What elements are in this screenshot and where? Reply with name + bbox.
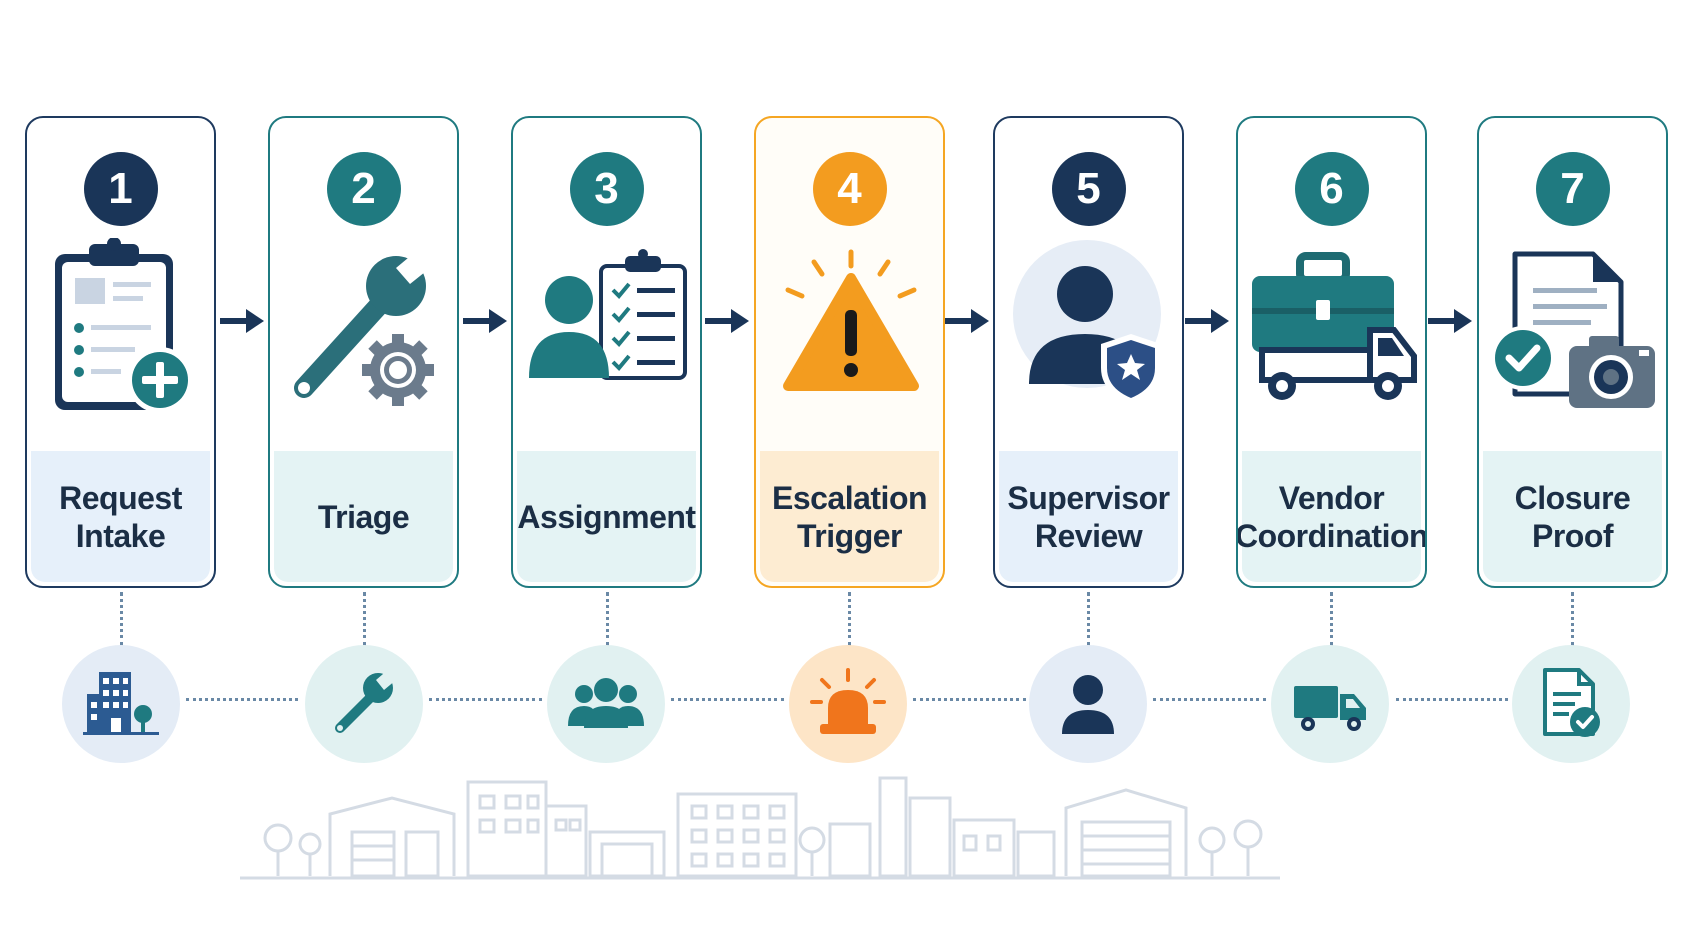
step-number-badge: 6: [1294, 152, 1369, 226]
vertical-connector: [1571, 592, 1574, 646]
horizontal-connector: [671, 698, 784, 701]
step-card-escalation-trigger: 4 Escalation Trigger: [754, 116, 945, 588]
flow-arrow: [463, 309, 507, 333]
step-label: Escalation Trigger: [760, 451, 939, 582]
step-card-closure-proof: 7 Closure Proof: [1477, 116, 1668, 588]
step-title-line: Review: [1034, 517, 1143, 554]
supervisor-shield-icon: [995, 238, 1182, 438]
flow-arrow: [220, 309, 264, 333]
team-icon: [547, 645, 665, 763]
step-title-line: Request: [59, 479, 182, 516]
horizontal-connector: [913, 698, 1026, 701]
step-label: Triage: [274, 451, 453, 582]
step-card-assignment: 3 Assignment: [511, 116, 702, 588]
step-title-line: Assignment: [517, 498, 696, 535]
step-number-badge: 3: [569, 152, 644, 226]
flow-arrow: [945, 309, 989, 333]
step-title-line: Trigger: [797, 517, 902, 554]
flow-arrow: [705, 309, 749, 333]
step-label: Vendor Coordination: [1238, 451, 1425, 582]
step-title-line: Escalation: [771, 479, 928, 516]
vertical-connector: [120, 592, 123, 646]
vertical-connector: [1330, 592, 1333, 646]
step-title-line: Coordination: [1236, 517, 1427, 554]
flow-arrow: [1428, 309, 1472, 333]
building-icon: [62, 645, 180, 763]
step-number-badge: 1: [83, 152, 158, 226]
person-checklist-icon: [513, 238, 700, 438]
step-label: Assignment: [517, 451, 696, 582]
step-title-line: Intake: [75, 517, 166, 554]
step-label: Supervisor Review: [999, 451, 1178, 582]
vertical-connector: [848, 592, 851, 646]
step-title-line: Supervisor: [1007, 479, 1170, 516]
step-label: Request Intake: [31, 451, 210, 582]
step-card-triage: 2 Triage: [268, 116, 459, 588]
step-title-line: Vendor: [1278, 479, 1385, 516]
city-skyline-illustration: [240, 776, 1280, 880]
wrench-icon: [305, 645, 423, 763]
step-title-line: Proof: [1531, 517, 1614, 554]
step-card-request-intake: 1 Request Intake: [25, 116, 216, 588]
vertical-connector: [606, 592, 609, 646]
briefcase-truck-icon: [1238, 238, 1425, 438]
step-card-supervisor-review: 5 Supervisor Review: [993, 116, 1184, 588]
document-check-camera-icon: [1479, 238, 1666, 438]
flow-arrow: [1185, 309, 1229, 333]
horizontal-connector: [1153, 698, 1266, 701]
step-number-badge: 2: [326, 152, 401, 226]
step-title-line: Triage: [317, 498, 410, 535]
step-card-vendor-coordination: 6 Vendor Coordination: [1236, 116, 1427, 588]
alarm-light-icon: [789, 645, 907, 763]
step-number-badge: 5: [1051, 152, 1126, 226]
vertical-connector: [1087, 592, 1090, 646]
horizontal-connector: [186, 698, 298, 701]
wrench-gear-icon: [270, 238, 457, 438]
clipboard-plus-icon: [27, 238, 214, 438]
truck-icon: [1271, 645, 1389, 763]
horizontal-connector: [1396, 698, 1508, 701]
step-number-badge: 4: [812, 152, 887, 226]
step-title-line: Closure: [1514, 479, 1631, 516]
user-icon: [1029, 645, 1147, 763]
warning-triangle-icon: [756, 238, 943, 438]
step-label: Closure Proof: [1483, 451, 1662, 582]
step-number-badge: 7: [1535, 152, 1610, 226]
horizontal-connector: [429, 698, 542, 701]
document-check-icon: [1512, 645, 1630, 763]
vertical-connector: [363, 592, 366, 646]
